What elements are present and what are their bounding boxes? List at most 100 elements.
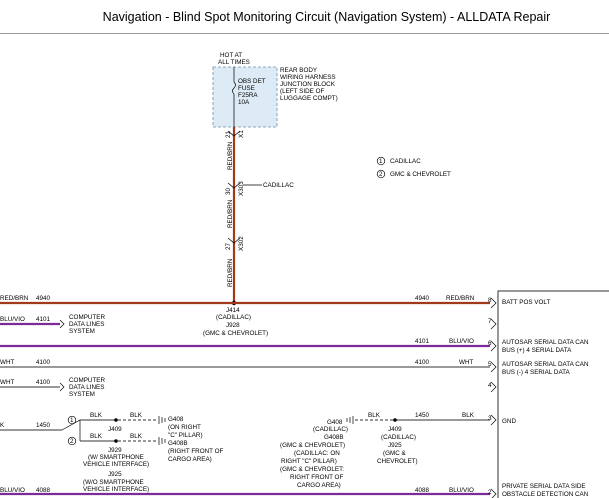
row4-left-color: WHT xyxy=(0,359,14,366)
left-g408-desc1: (ON RIGHT xyxy=(168,424,201,431)
left-ground-wire-color: K xyxy=(0,422,5,429)
block-label-2: WIRING HARNESS xyxy=(280,74,336,81)
right-j409: J409 xyxy=(388,426,402,433)
right-g408b-desc5: RIGHT FRONT OF xyxy=(290,474,343,481)
right-g408b-desc6: CARGO AREA) xyxy=(297,482,341,489)
row3-right-color: BLU/VIO xyxy=(449,338,474,345)
connector-x303-symbol xyxy=(227,182,241,189)
cadillac-tag: CADILLAC xyxy=(263,182,294,189)
legend-num-1: 1 xyxy=(379,158,383,165)
cdl1-line1: COMPUTER xyxy=(69,314,105,321)
row3-pin-symbol xyxy=(490,340,497,352)
row5-pin: 4 xyxy=(488,382,492,389)
right-g408b-desc3: RIGHT "C" PILLAR) xyxy=(281,458,337,465)
left-opt-1: 1 xyxy=(70,417,74,424)
left-g408b: G408B xyxy=(168,440,188,447)
row1-pin-symbol xyxy=(490,297,497,309)
left-opt-circle-2 xyxy=(67,436,77,446)
row4-left-num: 4100 xyxy=(36,359,51,366)
cdl2-line3: SYSTEM xyxy=(69,391,95,398)
left-j929-desc1: (W/ SMARTPHONE xyxy=(88,454,144,461)
cdl2-line1: COMPUTER xyxy=(69,377,105,384)
left-j929: J929 xyxy=(108,447,122,454)
row1-right-num: 4940 xyxy=(415,295,430,302)
row4-right-num: 4100 xyxy=(415,359,430,366)
left-splice-j929 xyxy=(114,439,118,443)
fuse-label-4: 10A xyxy=(238,99,250,106)
row5-left-num: 4100 xyxy=(36,379,51,386)
row2-arrow xyxy=(59,319,65,329)
row1-pin: 8 xyxy=(488,297,492,304)
row2-left-num: 4101 xyxy=(36,316,51,323)
right-wire-color: BLK xyxy=(462,412,475,419)
row5-arrow xyxy=(59,382,65,392)
row-gnd-pin-symbol xyxy=(490,414,497,426)
legend-circle-2 xyxy=(376,169,386,179)
page-title: Navigation - Blind Spot Monitoring Circu… xyxy=(102,10,551,24)
block-label-1: REAR BODY xyxy=(280,67,318,74)
right-ground-symbol xyxy=(346,416,354,424)
connector-x302: X302 xyxy=(238,236,245,251)
row4-desc2: BUS (-) 4 SERIAL DATA xyxy=(502,369,571,376)
pin-30: 30 xyxy=(225,187,232,195)
fuse-symbol xyxy=(232,81,236,95)
right-g408-desc: (CADILLAC) xyxy=(313,426,348,433)
row4-pin: 5 xyxy=(488,361,492,368)
right-j925-desc2: CHEVROLET) xyxy=(377,458,418,465)
left-g408b-desc1: (RIGHT FRONT OF xyxy=(168,448,224,455)
left-blk-b: BLK xyxy=(90,433,103,440)
cdl1-line2: DATA LINES xyxy=(69,321,104,328)
splice-label-1: J414 xyxy=(226,307,240,314)
hot-label-1: HOT AT xyxy=(220,52,242,59)
fuse-label-2: FUSE xyxy=(238,85,255,92)
row3-desc2: BUS (+) 4 SERIAL DATA xyxy=(502,347,572,354)
right-blk: BLK xyxy=(368,412,381,419)
cdl2-line2: DATA LINES xyxy=(69,384,104,391)
splice-label-4: (GMC & CHEVROLET) xyxy=(203,330,268,337)
row8-left-num: 4088 xyxy=(36,487,51,494)
cdl1-line3: SYSTEM xyxy=(69,328,95,335)
left-splice-j409 xyxy=(114,418,118,422)
title-divider xyxy=(0,33,609,34)
right-g408b: G408B xyxy=(324,434,344,441)
left-j929-desc2: VEHICLE INTERFACE) xyxy=(83,461,149,468)
fuse-label-1: OBS DET xyxy=(238,78,266,85)
left-g408b-desc2: CARGO AREA) xyxy=(168,456,212,463)
row1-left-num: 4940 xyxy=(36,295,51,302)
row2-pin-symbol xyxy=(490,318,497,330)
hot-label-2: ALL TIMES xyxy=(218,59,250,66)
right-wire-num: 1450 xyxy=(415,412,430,419)
left-j925: J925 xyxy=(108,471,122,478)
row1-desc: BATT POS VOLT xyxy=(502,299,550,306)
pin-27: 27 xyxy=(225,242,232,250)
row3-pin: 6 xyxy=(488,340,492,347)
row8-left-color: BLU/VIO xyxy=(0,487,25,494)
right-g408b-desc2: (CADILLAC: ON xyxy=(294,450,340,457)
row2-left-color: BLU/VIO xyxy=(0,316,25,323)
wire-color-1: RED/BRN xyxy=(227,141,234,170)
block-label-3: JUNCTION BLOCK xyxy=(280,81,336,88)
left-j925-desc2: VEHICLE INTERFACE) xyxy=(83,486,149,493)
left-g408-desc2: "C" PILLAR) xyxy=(168,432,203,439)
row4-right-color: WHT xyxy=(459,359,473,366)
row5-left-color: WHT xyxy=(0,379,14,386)
right-j409-desc: (CADILLAC) xyxy=(381,434,416,441)
right-g408b-desc1: (GMC & CHEVROLET) xyxy=(280,442,345,449)
wire-color-2: RED/BRN xyxy=(227,199,234,228)
left-ground-wire-num: 1450 xyxy=(36,422,51,429)
row3-desc1: AUTOSAR SERIAL DATA CAN xyxy=(502,339,589,346)
left-blk-d: BLK xyxy=(130,433,143,440)
right-g408b-desc4: (GMC & CHEVROLET: xyxy=(280,466,344,473)
fuse-label-3: F25RA xyxy=(238,92,258,99)
module-box xyxy=(497,290,609,498)
legend-label-2: GMC & CHEVROLET xyxy=(390,171,451,178)
row8-desc1: PRIVATE SERIAL DATA SIDE xyxy=(502,483,586,490)
right-j925: J925 xyxy=(388,442,402,449)
row2-pin: 7 xyxy=(488,318,492,325)
row1-left-color: RED/BRN xyxy=(0,295,29,302)
legend-label-1: CADILLAC xyxy=(390,158,421,165)
left-blk-a: BLK xyxy=(90,412,103,419)
splice-label-2: (CADILLAC) xyxy=(216,314,251,321)
wire-color-3: RED/BRN xyxy=(227,258,234,287)
